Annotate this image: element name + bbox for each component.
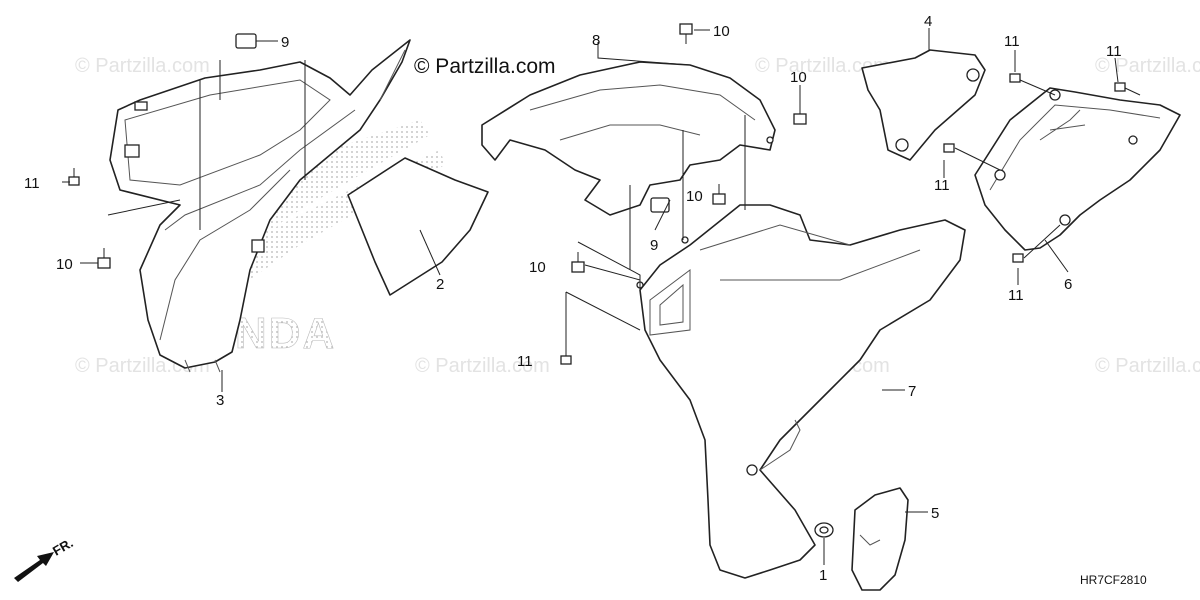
callout-labels: 9 11 10 3 2 8 10 10 10 9 10 11 4 11 11 1… (24, 13, 1122, 584)
leader-lines (62, 28, 1141, 565)
part-8-upper-cover[interactable] (481, 61, 776, 216)
watermark: © Partzilla.com (75, 55, 210, 77)
callout-11: 11 (1008, 287, 1024, 304)
part-1-grommet[interactable] (814, 522, 834, 538)
callout-10: 10 (529, 259, 546, 276)
watermark: © Partzilla.com (1095, 355, 1200, 377)
part-3-left-side-cover[interactable] (109, 39, 411, 373)
part-5-lower-cover[interactable] (851, 487, 909, 591)
front-direction-label: FR. (50, 535, 76, 558)
callout-7: 7 (908, 383, 916, 400)
callout-11: 11 (1004, 33, 1020, 50)
diagram-code: HR7CF2810 (1080, 573, 1147, 587)
callout-2: 2 (436, 276, 444, 293)
callout-5: 5 (931, 505, 939, 522)
callout-11: 11 (517, 353, 533, 370)
part-6-right-side-cover[interactable] (974, 87, 1181, 251)
callout-10: 10 (790, 69, 807, 86)
part-4-panel[interactable] (861, 49, 986, 161)
watermark: © Partzilla.com (755, 55, 890, 77)
callout-9: 9 (281, 34, 289, 51)
callout-10: 10 (686, 188, 703, 205)
part-7-center-side-cover[interactable] (636, 204, 966, 579)
callout-11: 11 (1106, 43, 1122, 60)
callout-11: 11 (934, 177, 950, 194)
callout-10: 10 (56, 256, 73, 273)
watermark: © Partzilla.com (415, 355, 550, 377)
callout-6: 6 (1064, 276, 1072, 293)
callout-8: 8 (592, 32, 600, 49)
callout-11: 11 (24, 175, 40, 192)
callout-4: 4 (924, 13, 932, 30)
callout-9: 9 (650, 237, 658, 254)
front-direction-arrow-icon: FR. (14, 535, 76, 582)
callout-1: 1 (819, 567, 827, 584)
part-2-panel[interactable] (347, 157, 489, 296)
callout-10: 10 (713, 23, 730, 40)
watermark: © Partzilla.com (1095, 55, 1200, 77)
copyright-notice: © Partzilla.com (414, 55, 556, 78)
callout-3: 3 (216, 392, 224, 409)
